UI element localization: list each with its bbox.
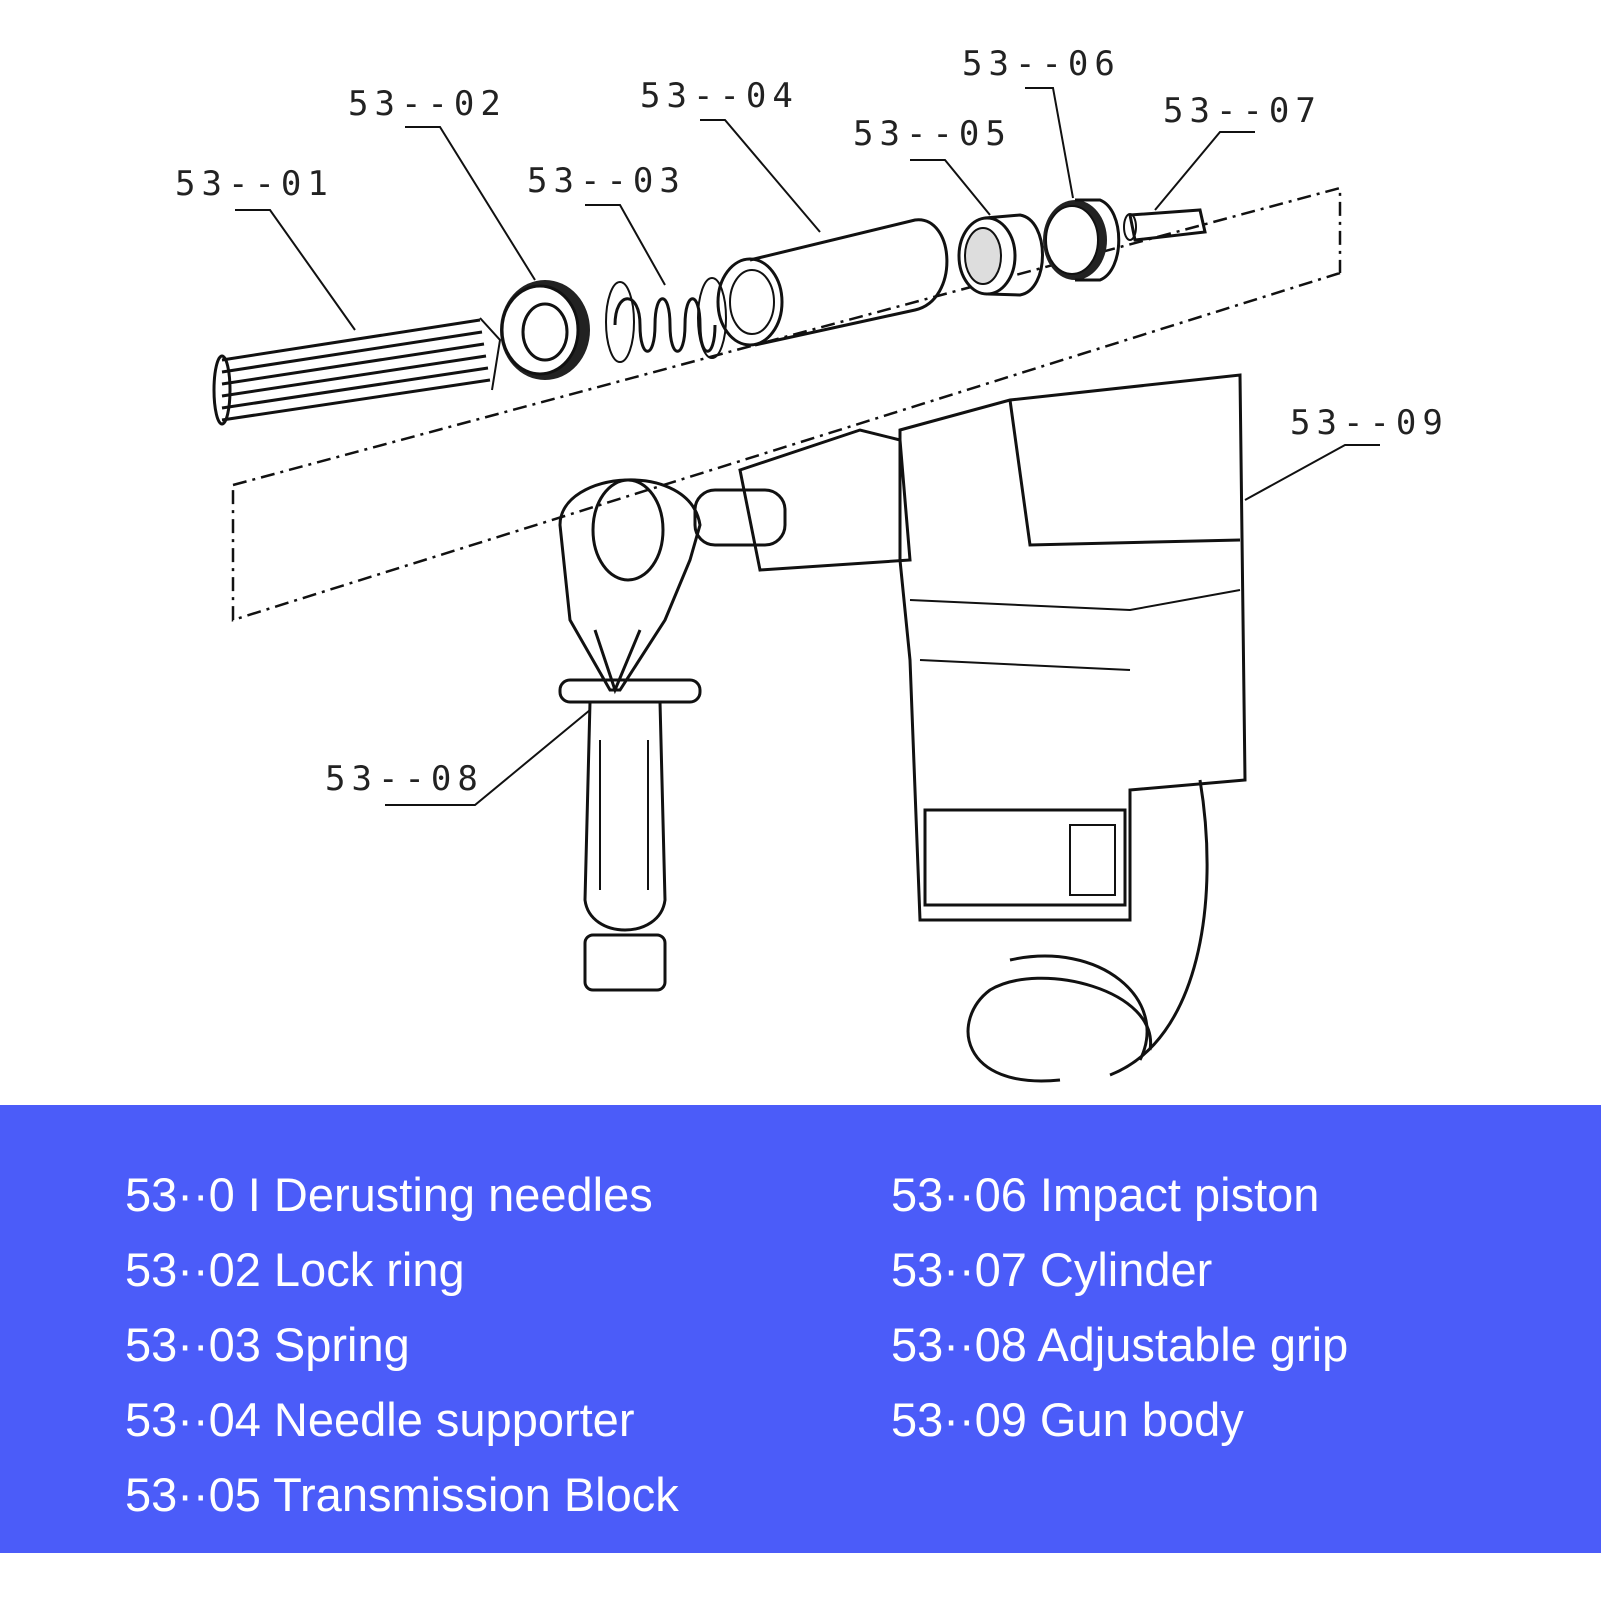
callout-53-05: 53--05 <box>853 114 1012 154</box>
legend-item-53-01: 53··0 I Derusting needles <box>125 1168 653 1221</box>
callout-53-06: 53--06 <box>962 44 1121 84</box>
parts-legend: 53··0 I Derusting needles 53··02 Lock ri… <box>0 1105 1601 1553</box>
needle-supporter <box>716 218 949 347</box>
impact-piston <box>1043 198 1121 282</box>
legend-item-53-06: 53··06 Impact piston <box>891 1168 1320 1221</box>
legend-item-53-05: 53··05 Transmission Block <box>125 1468 679 1521</box>
legend-item-53-09: 53··09 Gun body <box>891 1393 1244 1446</box>
legend-item-53-03: 53··03 Spring <box>125 1318 410 1371</box>
callout-53-09: 53--09 <box>1290 403 1449 443</box>
callout-53-04: 53--04 <box>640 76 799 116</box>
cylinder-part <box>1123 208 1207 242</box>
legend-column-right: 53··06 Impact piston 53··07 Cylinder 53·… <box>891 1157 1348 1457</box>
transmission-block <box>957 213 1044 297</box>
callout-53-02: 53--02 <box>348 84 507 124</box>
callout-53-01: 53--01 <box>175 164 334 204</box>
adjustable-grip <box>558 478 702 992</box>
callout-53-08: 53--08 <box>325 759 484 799</box>
callout-53-03: 53--03 <box>527 161 686 201</box>
derusting-needles <box>212 317 502 426</box>
legend-item-53-02: 53··02 Lock ring <box>125 1243 465 1296</box>
gun-body <box>693 373 1247 1083</box>
legend-item-53-07: 53··07 Cylinder <box>891 1243 1213 1296</box>
lock-ring <box>500 280 590 380</box>
legend-column-left: 53··0 I Derusting needles 53··02 Lock ri… <box>125 1157 679 1532</box>
legend-item-53-08: 53··08 Adjustable grip <box>891 1318 1349 1371</box>
legend-item-53-04: 53··04 Needle supporter <box>125 1393 635 1446</box>
assembly-frame <box>231 186 1342 622</box>
spring <box>605 277 727 363</box>
exploded-parts-diagram: 53--01 53--02 53--03 53--04 53--05 53--0… <box>175 44 1449 1083</box>
leader-lines <box>235 87 1380 806</box>
callout-53-07: 53--07 <box>1163 91 1322 131</box>
